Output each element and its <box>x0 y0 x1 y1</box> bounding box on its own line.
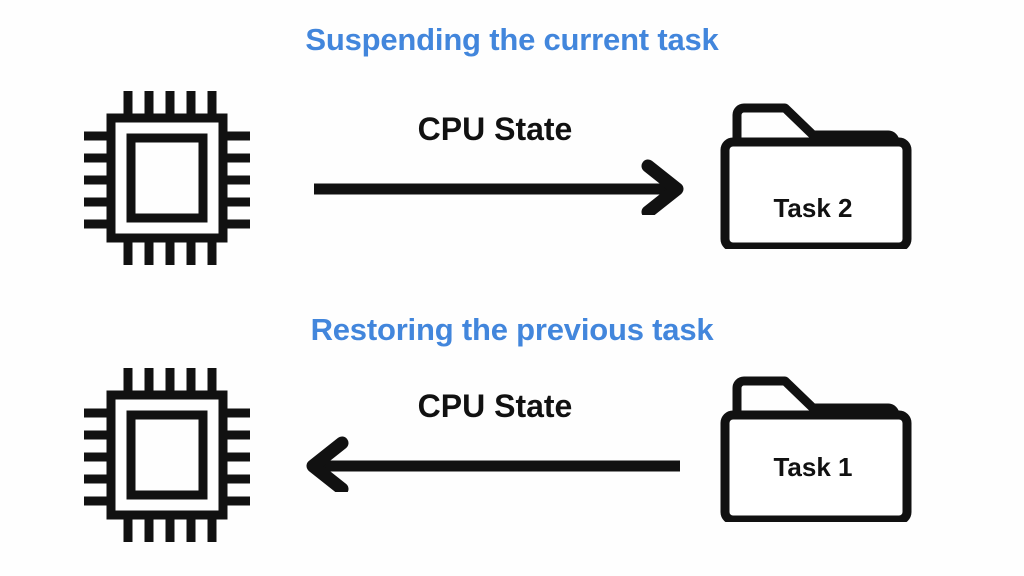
cpu-state-arrow-group-right: CPU State <box>300 111 690 221</box>
folder-label-task-2: Task 2 <box>773 193 853 223</box>
restore-flow-row: CPU State Task 1 <box>0 352 1024 564</box>
section-title-restore: Restoring the previous task <box>310 312 714 347</box>
arrow-label-cpu-state-bottom: CPU State <box>417 388 573 424</box>
folder-label-task-1: Task 1 <box>773 452 853 482</box>
cpu-chip-icon <box>74 360 254 550</box>
arrow-label-cpu-state-top: CPU State <box>417 111 573 147</box>
arrow-left-icon <box>300 436 690 492</box>
cpu-chip-icon <box>74 83 254 273</box>
folder-icon <box>718 362 914 522</box>
arrow-right-icon <box>300 159 690 215</box>
section-title-suspend: Suspending the current task <box>305 22 719 57</box>
folder-icon <box>718 89 914 249</box>
cpu-state-arrow-group-left: CPU State <box>300 388 690 498</box>
suspend-flow-row: CPU State Task 2 <box>0 75 1024 285</box>
